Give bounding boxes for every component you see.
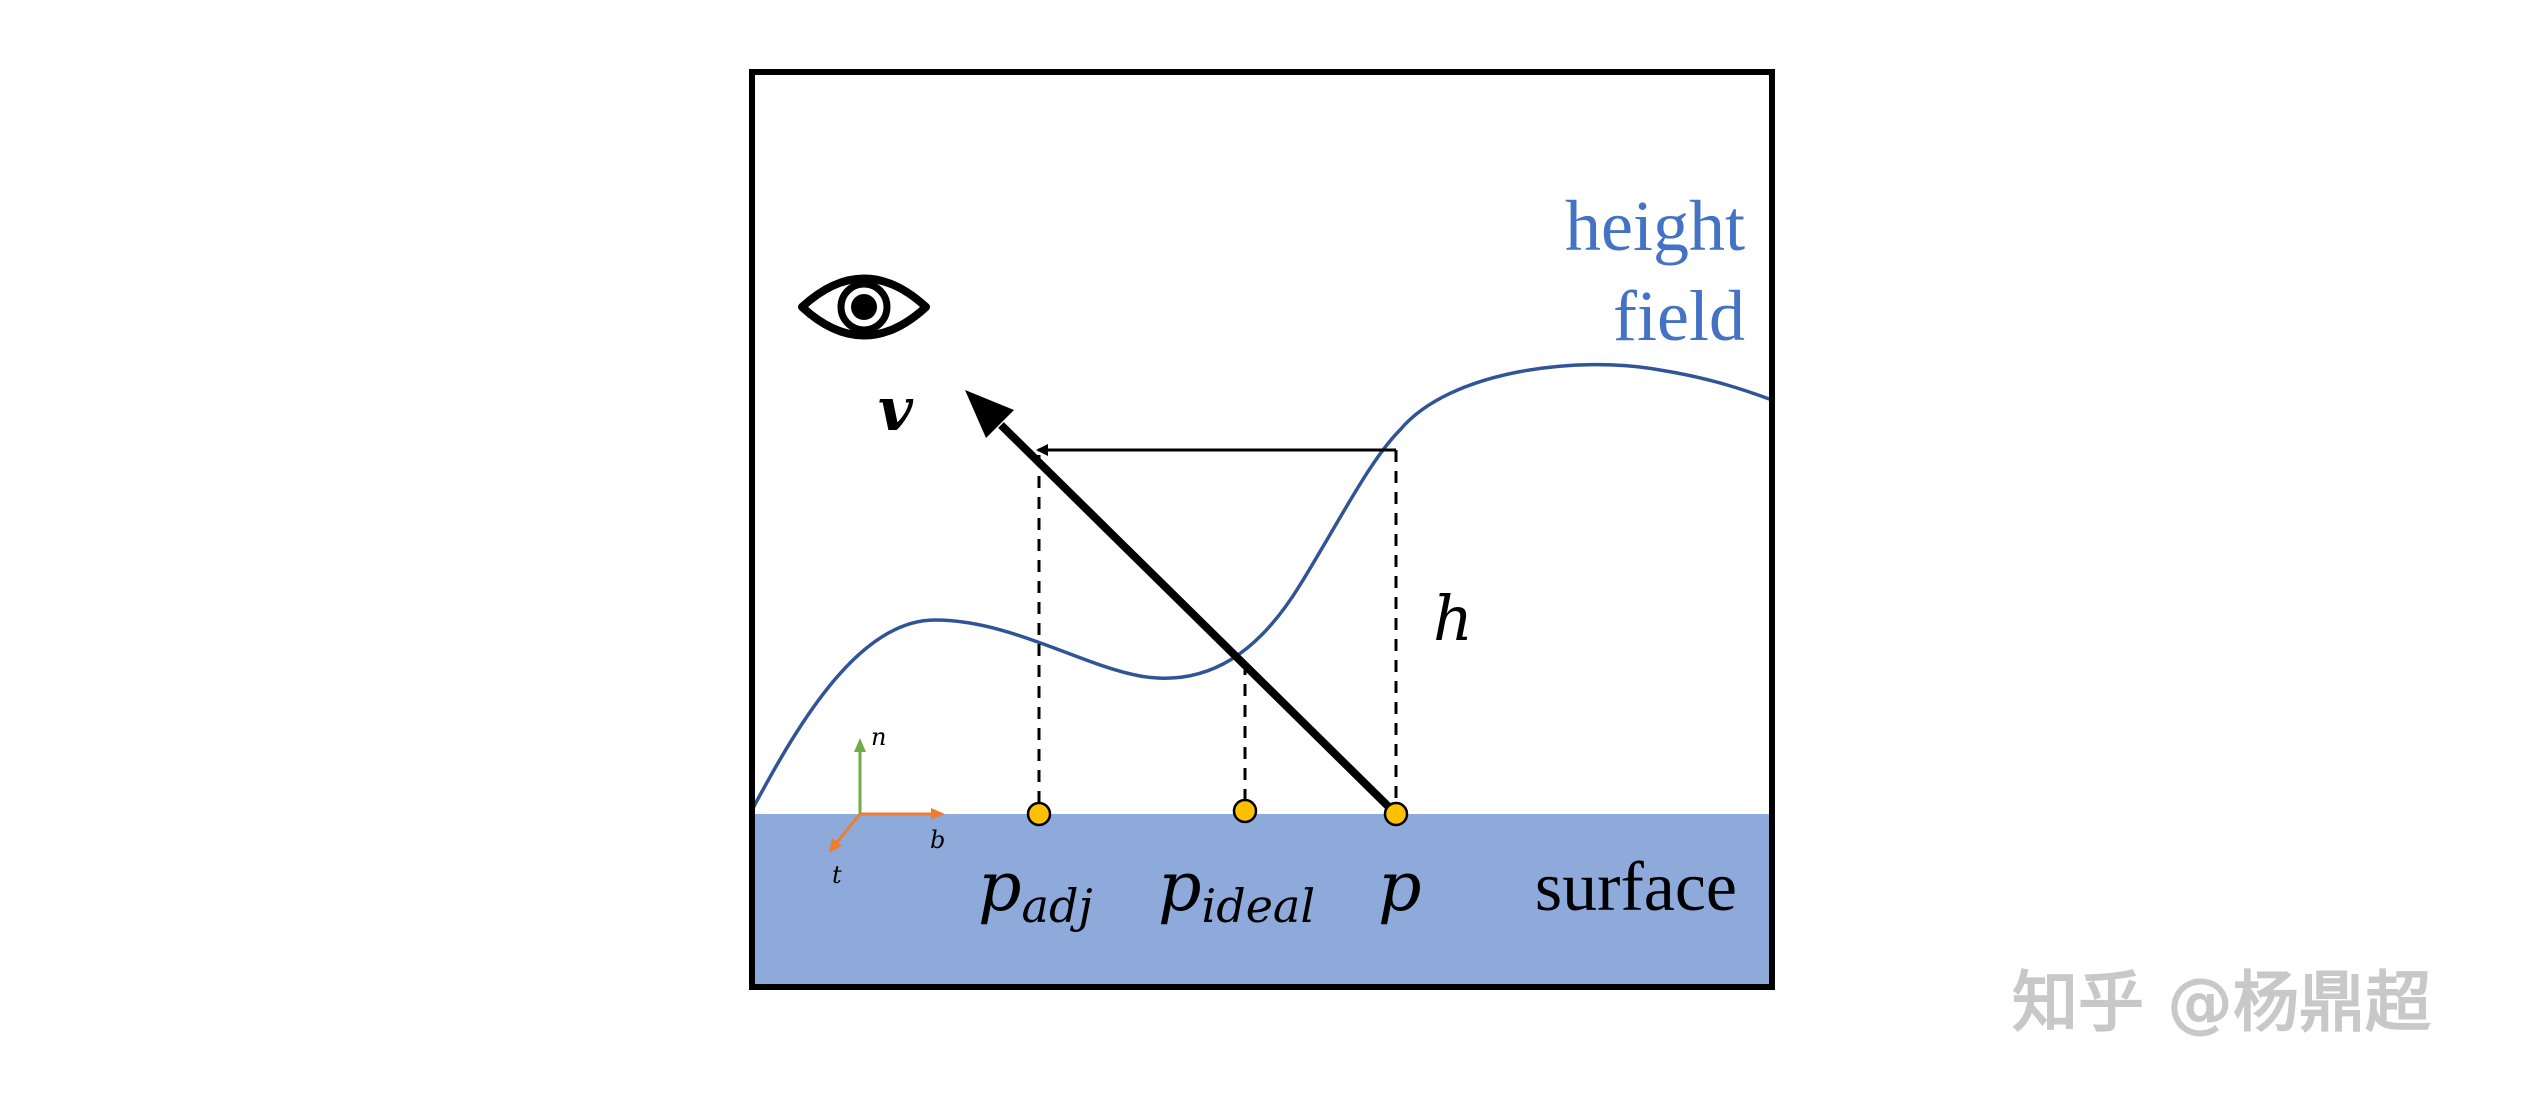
height-field-label-line1: height <box>1565 186 1745 266</box>
p-adj-sub: adj <box>1022 879 1093 933</box>
axis-n-label: n <box>871 723 886 751</box>
watermark: 知乎 @杨鼎超 <box>2012 964 2432 1041</box>
point-p-adj <box>1026 801 1052 827</box>
diagram-frame <box>749 69 1775 990</box>
view-vector-label: v <box>878 375 914 445</box>
eye-icon <box>798 274 930 340</box>
tbn-axes <box>829 738 945 853</box>
p-ideal-sub: ideal <box>1202 879 1316 933</box>
axis-t-label: t <box>832 861 842 889</box>
height-label: h <box>1433 582 1473 655</box>
height-field-curve <box>750 362 1773 811</box>
p-ideal-base: p <box>1158 848 1202 927</box>
p-adj-label: padj <box>978 848 1093 933</box>
axis-t-arrow <box>832 813 862 847</box>
axis-b-label: b <box>930 826 945 854</box>
surface-label: surface <box>1535 849 1737 926</box>
p-adj-base: p <box>978 848 1022 927</box>
p-ideal-label: pideal <box>1158 848 1315 933</box>
point-p <box>1383 801 1409 827</box>
point-p-ideal <box>1232 798 1258 824</box>
height-field-label-line2: field <box>1613 276 1745 356</box>
surface-region <box>752 814 1772 987</box>
p-label: p <box>1378 848 1422 927</box>
view-vector-arrow <box>965 390 1399 817</box>
